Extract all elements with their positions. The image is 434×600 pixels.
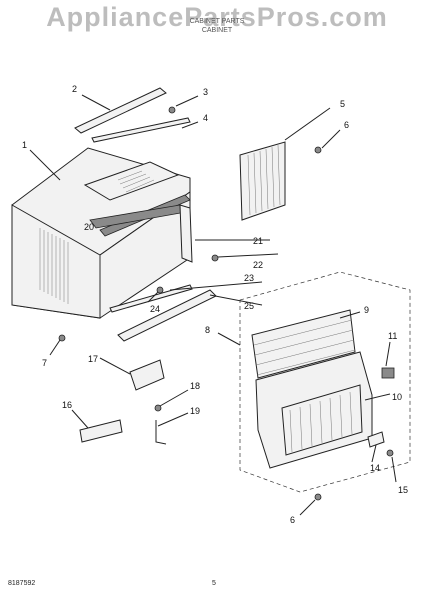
leader-lines [29,94,397,516]
part-label-8: 8 [205,325,211,335]
part-label-22: 22 [253,260,264,270]
screw-part-3 [168,106,176,114]
control-plate-part-17 [129,359,165,391]
part-label-14: 14 [370,463,381,473]
front-panel-part-10 [255,351,373,469]
filter-part-9 [251,309,356,379]
diagram-title: CABINET PARTS [189,18,245,25]
watermark: AppliancePartsPros.com [46,2,388,32]
part-label-20: 20 [84,222,95,232]
screw-part-22 [211,254,219,262]
part-label-7: 7 [42,358,48,368]
side-curtain-part-5 [239,141,286,221]
screw-part-6-bottom [314,493,322,501]
screw-part-15 [386,449,394,457]
diagram-subtitle: CABINET [201,27,233,34]
part-label-16: 16 [62,400,73,410]
part-label-6-top: 6 [344,120,350,130]
part-label-15: 15 [398,485,409,495]
screw-part-6-top [314,146,322,154]
bracket-part-14 [367,431,385,448]
part-label-11: 11 [388,331,398,341]
panel-part-16 [79,419,123,443]
screw-part-7 [58,334,66,342]
part-label-6-bottom: 6 [290,515,296,525]
bottom-rail-part-25 [117,289,217,342]
part-label-19: 19 [190,406,201,416]
clip-part-19 [155,420,167,445]
part-label-18: 18 [190,381,201,391]
top-strip-part-4 [91,117,191,143]
part-label-4: 4 [203,113,209,123]
part-label-9: 9 [364,305,370,315]
part-label-5: 5 [340,99,346,109]
footer-document-code: 8187592 [8,580,36,587]
knob-part-11 [381,367,395,379]
part-label-21: 21 [253,236,264,246]
part-label-1: 1 [22,140,28,150]
part-label-25: 25 [244,301,255,311]
assembly-outline-part-8 [239,271,411,493]
top-rail-part-2 [74,87,167,134]
screw-part-18 [154,404,162,412]
seal-part-21 [179,204,193,263]
part-label-24: 24 [150,304,161,314]
part-label-2: 2 [72,84,78,94]
footer-page-number: 5 [212,580,216,587]
part-label-10: 10 [392,392,403,402]
screw-part-24 [156,286,164,294]
part-label-3: 3 [203,87,209,97]
part-label-23: 23 [244,273,255,283]
part-label-17: 17 [88,354,99,364]
